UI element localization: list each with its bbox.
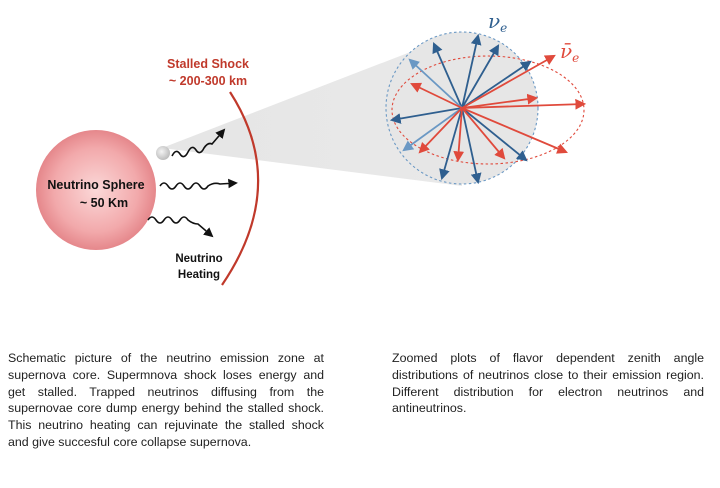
neutrino-sphere-label-line2: ~ 50 Km xyxy=(80,196,128,210)
nu-e-arrow xyxy=(439,107,463,181)
emission-point-dot xyxy=(156,146,170,160)
nu-e-distribution-circle xyxy=(385,31,539,185)
nu-e-bar-distribution-ellipse xyxy=(391,55,585,165)
stalled-shock-arc xyxy=(221,91,260,286)
nu-e-bar-arrow xyxy=(461,93,539,109)
nu-e-arrows xyxy=(389,33,532,185)
wavy-neutrino-arrow-bottom xyxy=(147,216,214,238)
nu-e-bar-arrow xyxy=(461,107,568,154)
nu-e-light-arrow xyxy=(402,107,463,152)
wavy-neutrino-arrow-middle xyxy=(159,178,238,190)
nu-e-arrow xyxy=(461,33,482,109)
nu-e-bar-arrow xyxy=(418,107,463,154)
nu-e-light-arrows xyxy=(402,58,463,152)
nu-e-arrow xyxy=(461,60,532,109)
caption-right: Zoomed plots of flavor dependent zenith … xyxy=(392,351,704,416)
nu-e-bar-arrow xyxy=(461,98,587,110)
caption-left: Schematic picture of the neutrino emissi… xyxy=(8,351,324,449)
supernova-neutrino-diagram: Neutrino Sphere ~ 50 Km Stalled Shock ~ … xyxy=(36,9,587,286)
neutrino-sphere-label-line1: Neutrino Sphere xyxy=(47,178,144,192)
stalled-shock-label-line1: Stalled Shock xyxy=(167,57,249,71)
nu-e-light-arrow xyxy=(408,58,463,109)
nu-e-arrow xyxy=(461,44,500,109)
nu-e-bar-arrow xyxy=(410,82,463,109)
stalled-shock-label-line2: ~ 200-300 km xyxy=(169,74,247,88)
nu-e-bar-label: ν̄e xyxy=(560,39,579,65)
nu-e-bar-arrow xyxy=(453,107,465,163)
nu-e-bar-arrow xyxy=(461,107,506,160)
zoom-cone xyxy=(162,32,462,186)
neutrino-heating-label-line2: Heating xyxy=(178,269,220,281)
nu-e-arrow xyxy=(461,107,528,162)
nu-e-arrow xyxy=(389,107,463,124)
nu-e-bar-arrow xyxy=(461,54,556,109)
neutrino-heating-label-line1: Neutrino xyxy=(175,253,222,265)
nu-e-bar-arrows xyxy=(410,54,587,163)
nu-e-arrow xyxy=(461,107,482,185)
wavy-neutrino-arrow-top xyxy=(171,128,226,158)
nu-e-label: νe xyxy=(488,9,507,35)
neutrino-sphere xyxy=(36,130,156,250)
nu-e-arrow xyxy=(432,42,463,109)
